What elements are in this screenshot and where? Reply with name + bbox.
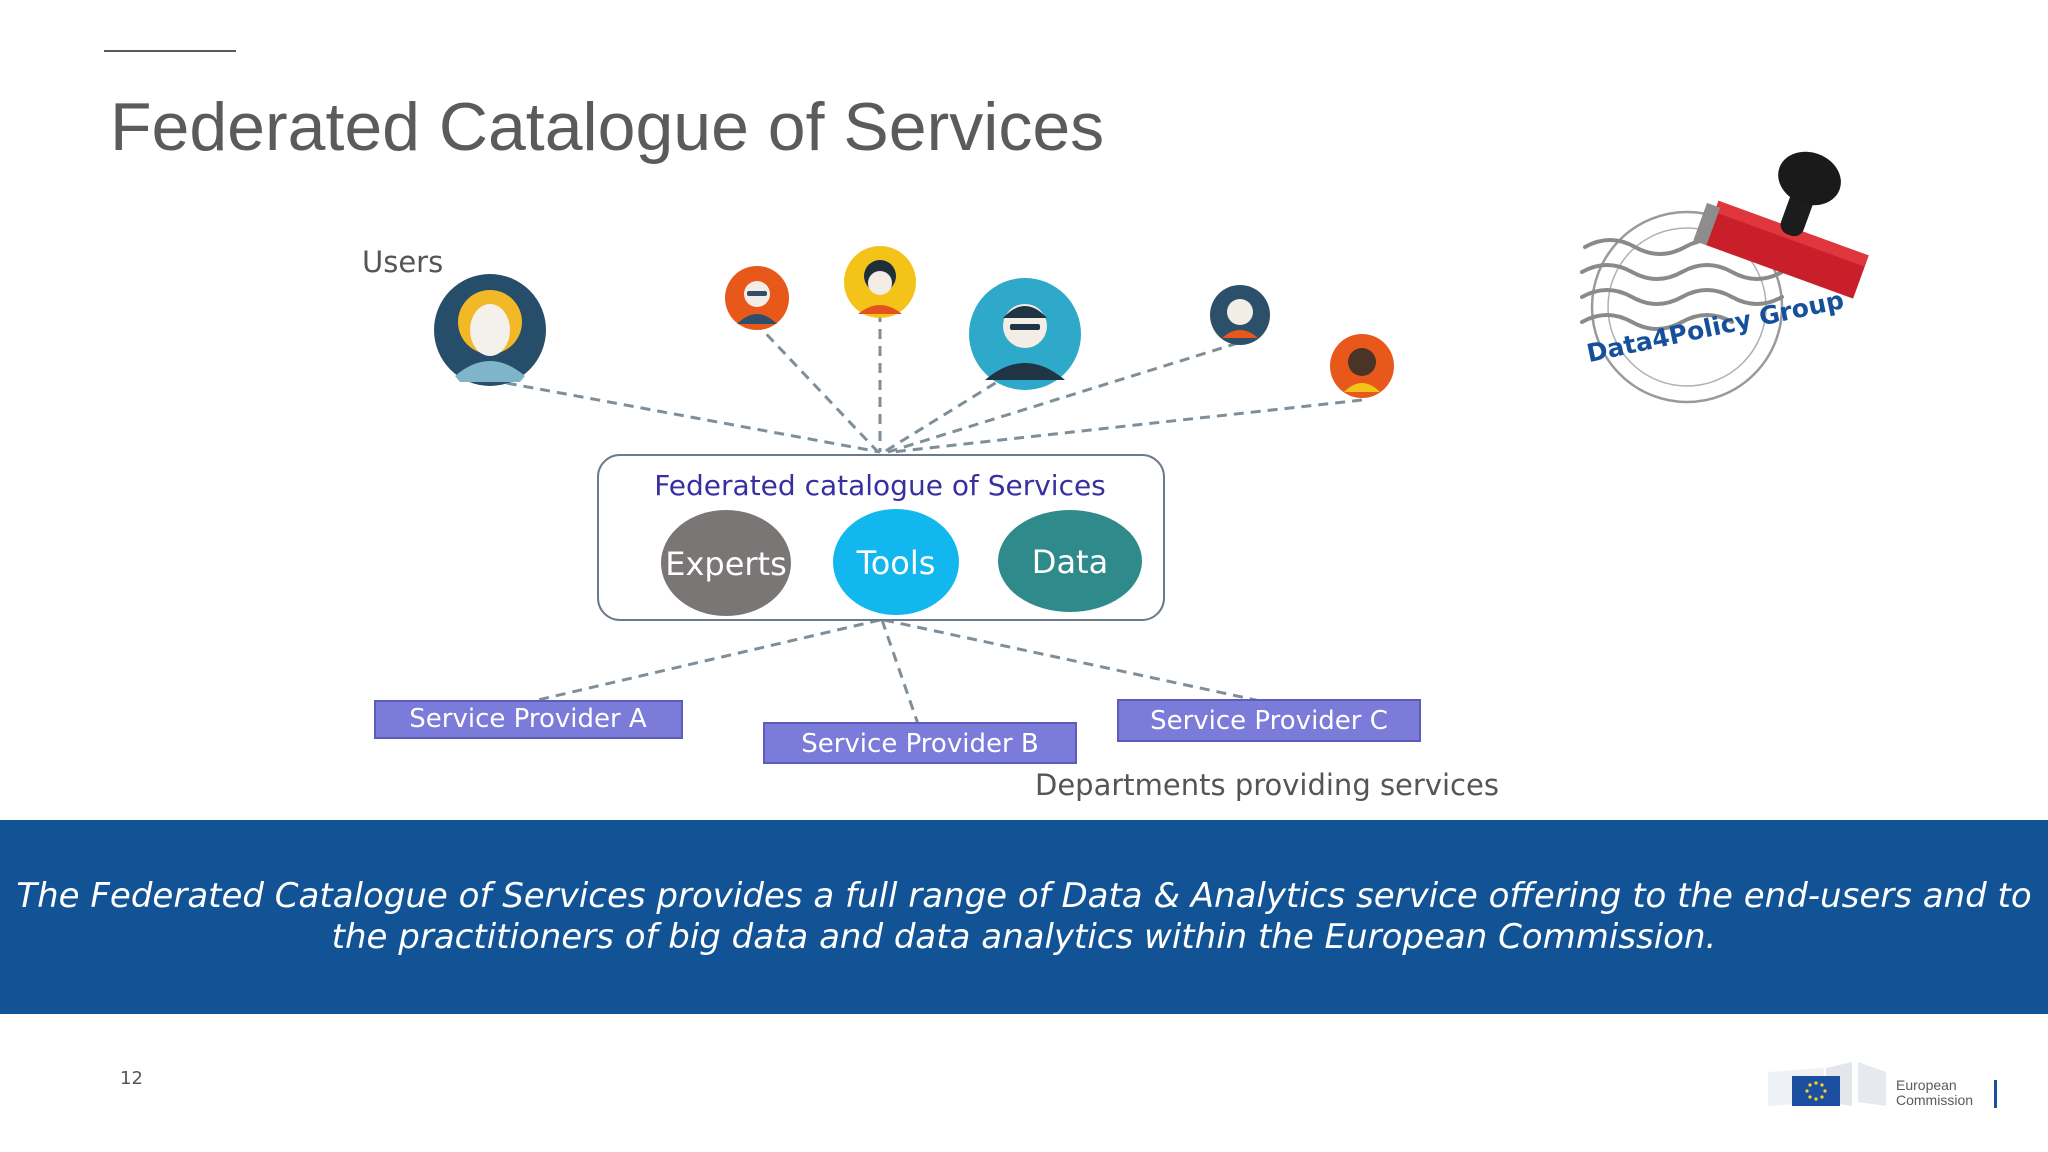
catalogue-diagram: Users Federated catalogue of Service <box>362 151 1869 802</box>
user-avatar-4 <box>969 278 1081 390</box>
stamp-text: Data4Policy Group <box>1584 285 1846 368</box>
service-provider-a: Service Provider A <box>374 700 683 739</box>
title-rule <box>104 50 236 52</box>
user-avatar-1 <box>434 274 546 386</box>
hub-title: Federated catalogue of Services <box>654 469 1106 502</box>
hub-item-tools: Tools <box>833 509 959 615</box>
users-label: Users <box>362 245 443 279</box>
service-provider-c: Service Provider C <box>1117 699 1421 742</box>
connector-line <box>883 372 1011 454</box>
user-avatar-2 <box>725 266 789 330</box>
provider-label: Service Provider B <box>801 729 1039 759</box>
user-avatar-3 <box>844 246 916 318</box>
hub-items: Experts Tools Data <box>661 509 1142 616</box>
logo-line1: European <box>1896 1077 1957 1093</box>
slide-title: Federated Catalogue of Services <box>110 89 1105 165</box>
logo-line2: Commission <box>1896 1092 1973 1108</box>
summary-banner: The Federated Catalogue of Services prov… <box>0 820 2048 1014</box>
providers-caption: Departments providing services <box>1035 768 1499 802</box>
connector-line <box>883 618 1266 704</box>
banner-text: The Federated Catalogue of Services prov… <box>16 876 2032 957</box>
hub-item-data: Data <box>998 510 1142 612</box>
provider-label: Service Provider A <box>409 704 647 734</box>
hub-item-circle <box>998 510 1142 612</box>
hub-item-circle <box>661 510 791 616</box>
hub-item-experts: Experts <box>661 510 791 616</box>
hub-item-label: Experts <box>665 545 787 583</box>
european-commission-logo: European Commission <box>1768 1062 1997 1108</box>
page-number: 12 <box>120 1068 143 1089</box>
connector-line <box>489 378 881 454</box>
connector-line <box>524 618 881 705</box>
provider-label: Service Provider C <box>1150 706 1388 736</box>
hub-item-label: Data <box>1032 543 1108 581</box>
connector-line <box>891 398 1363 454</box>
service-provider-b: Service Provider B <box>763 722 1077 764</box>
rubber-stamp-icon <box>1693 151 1869 299</box>
connector-line <box>880 619 920 725</box>
data4policy-stamp: Data4Policy Group <box>1580 151 1869 404</box>
connectors <box>489 312 1363 725</box>
hub-item-circle <box>833 509 959 615</box>
hub-item-label: Tools <box>856 544 936 582</box>
connector-line <box>753 320 880 454</box>
user-avatar-6 <box>1330 334 1394 398</box>
user-avatar-5 <box>1210 285 1270 345</box>
